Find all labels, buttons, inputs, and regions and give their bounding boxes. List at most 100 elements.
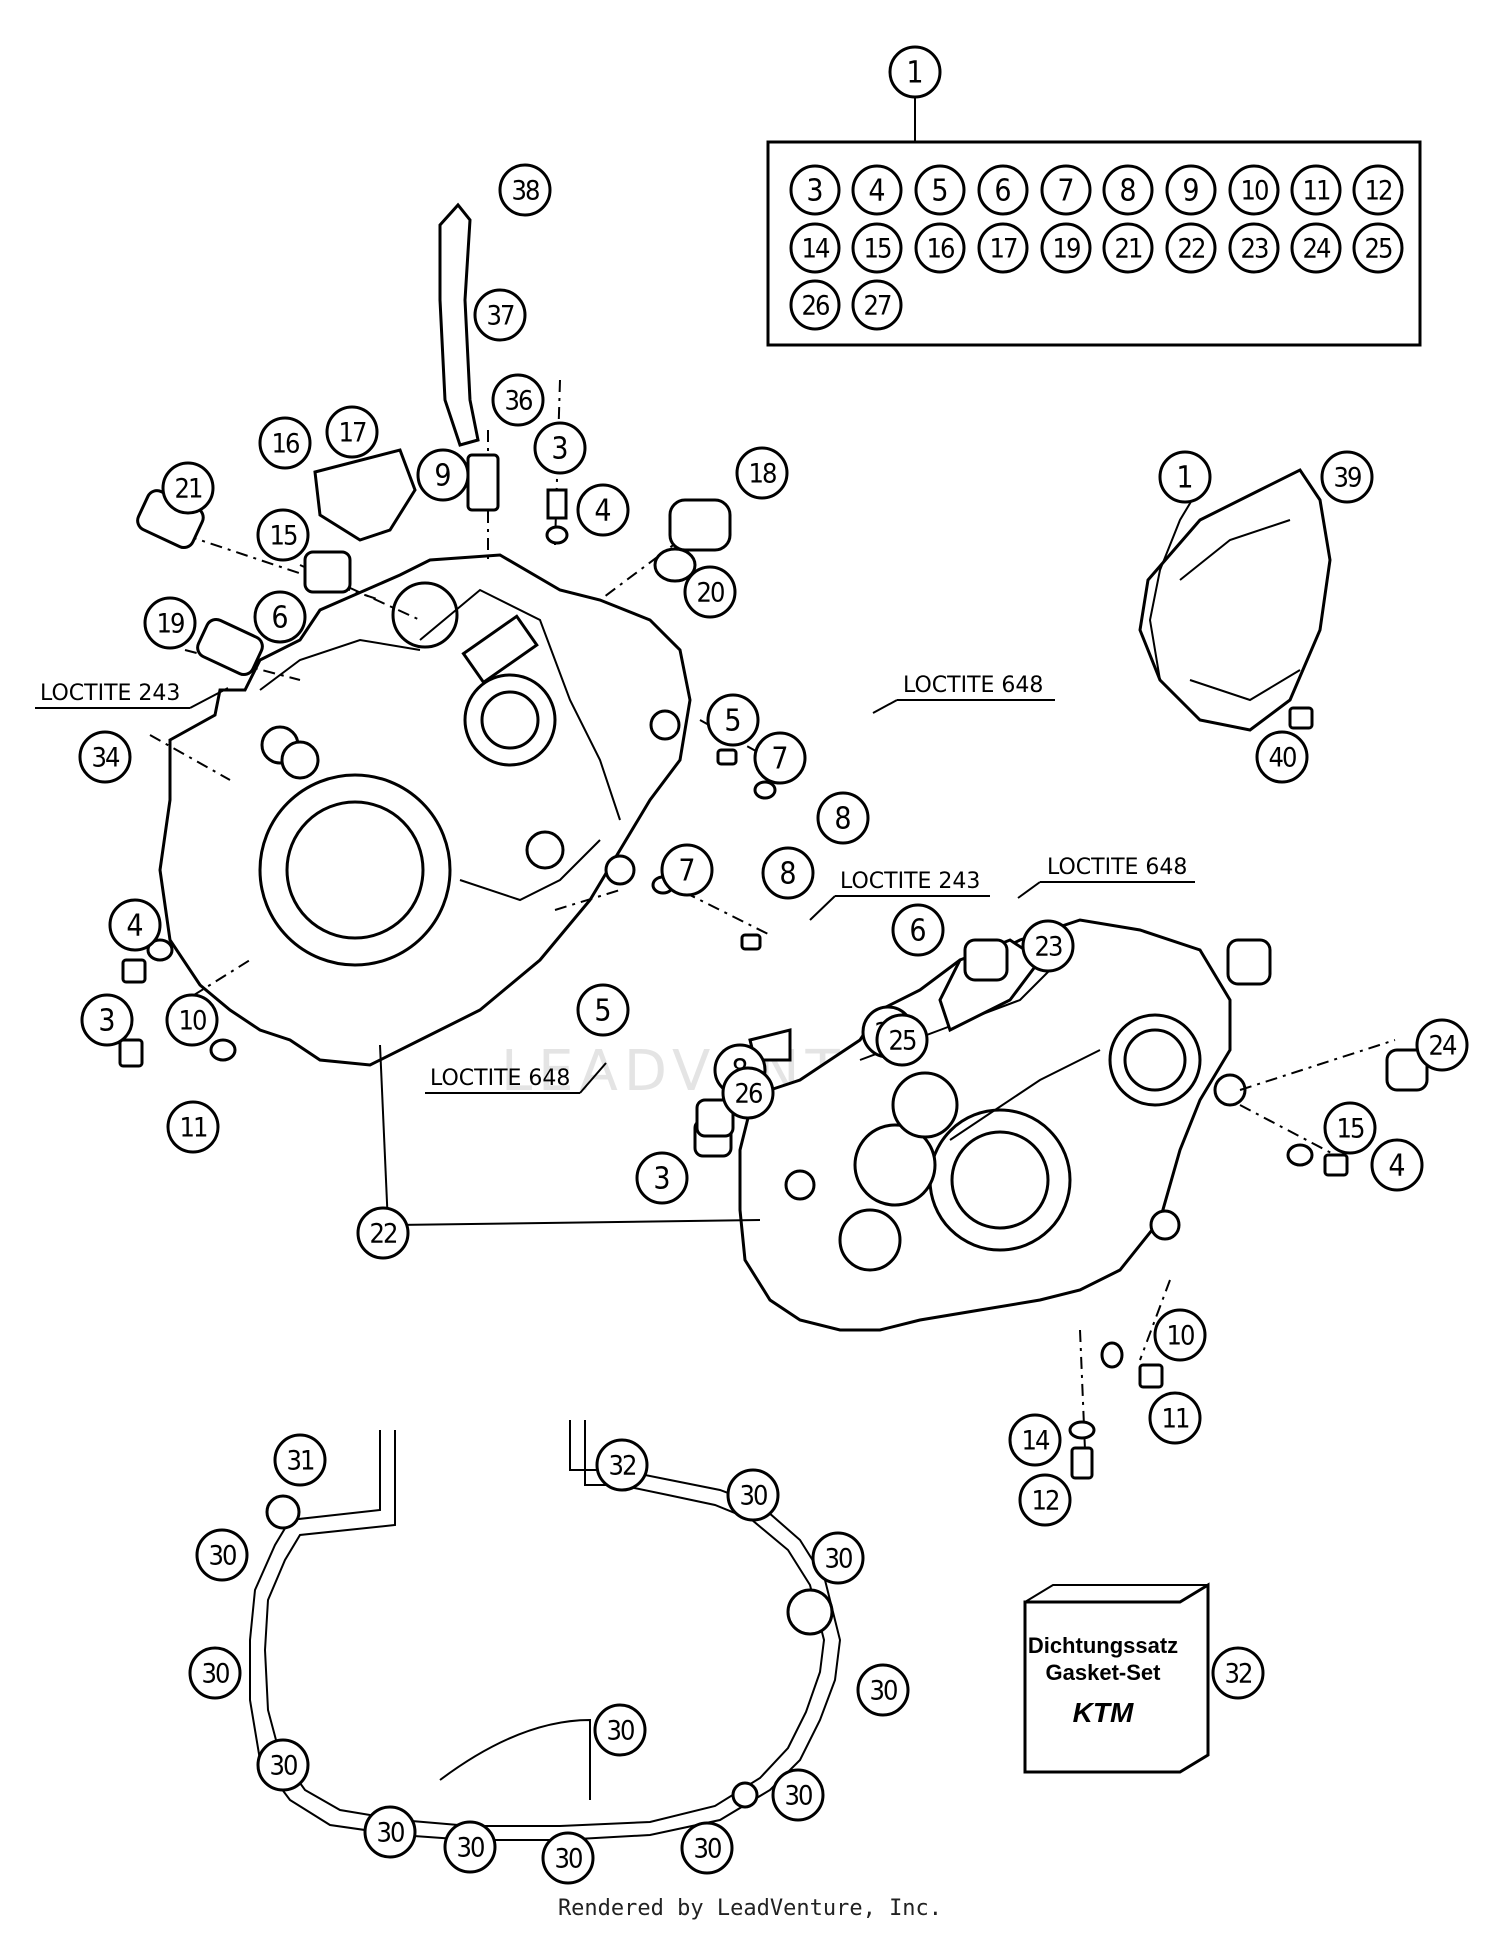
callout-40-label: 40 bbox=[1269, 743, 1296, 774]
callout-24-label: 24 bbox=[1429, 1031, 1457, 1062]
callout-31-label: 31 bbox=[287, 1446, 314, 1477]
callout-25-circle bbox=[875, 1013, 929, 1067]
callout-38-label: 38 bbox=[512, 176, 539, 207]
callout-5: 5 bbox=[706, 693, 760, 747]
callout-1: 1 bbox=[1158, 450, 1212, 504]
callout-14: 14 bbox=[1008, 1413, 1062, 1467]
callout-17-circle bbox=[325, 405, 379, 459]
callout-15-circle bbox=[1323, 1101, 1377, 1155]
kit-item-21-label: 21 bbox=[1115, 234, 1142, 265]
callout-12: 12 bbox=[1018, 1473, 1072, 1527]
callout-16: 16 bbox=[258, 416, 312, 470]
kit-item-21-circle bbox=[1102, 222, 1154, 274]
callout-4: 4 bbox=[576, 483, 630, 537]
kit-item-15-circle bbox=[851, 222, 903, 274]
callout-36-circle bbox=[491, 373, 545, 427]
kit-item-12-label: 12 bbox=[1365, 176, 1392, 207]
kit-item-5: 5 bbox=[914, 164, 966, 216]
callout-5-label: 5 bbox=[724, 704, 741, 739]
callout-24: 24 bbox=[1415, 1018, 1469, 1072]
callout-5-label: 5 bbox=[594, 994, 611, 1029]
callout-30-label: 30 bbox=[377, 1818, 404, 1849]
callout-30: 30 bbox=[680, 1821, 734, 1875]
callout-39-label: 39 bbox=[1334, 463, 1361, 494]
callout-19-circle bbox=[143, 596, 197, 650]
kit-item-23-circle bbox=[1228, 222, 1280, 274]
callout-8-label: 8 bbox=[834, 802, 851, 837]
callout-6-circle bbox=[253, 590, 307, 644]
callout-8-circle bbox=[816, 791, 870, 845]
kit-item-11-label: 11 bbox=[1303, 176, 1330, 207]
callout-16-circle bbox=[258, 416, 312, 470]
callout-30-label: 30 bbox=[209, 1541, 236, 1572]
kit-item-19-circle bbox=[1040, 222, 1092, 274]
callout-14-label: 14 bbox=[1022, 1426, 1050, 1457]
loctite-648-note: LOCTITE 648 bbox=[430, 1066, 570, 1091]
callout-17-label: 17 bbox=[339, 418, 366, 449]
callout-20-label: 20 bbox=[697, 578, 724, 609]
callout-30-label: 30 bbox=[694, 1834, 721, 1865]
callout-32-label: 32 bbox=[609, 1451, 636, 1482]
kit-item-7-label: 7 bbox=[1057, 174, 1074, 209]
kit-item-24: 24 bbox=[1290, 222, 1342, 274]
kit-item-17-circle bbox=[977, 222, 1029, 274]
callout-9: 9 bbox=[416, 448, 470, 502]
kit-item-15-label: 15 bbox=[864, 234, 891, 265]
callout-4: 4 bbox=[1370, 1138, 1424, 1192]
kit-item-26-label: 26 bbox=[802, 291, 829, 322]
kit-item-7-circle bbox=[1040, 164, 1092, 216]
kit-item-27-circle bbox=[851, 279, 903, 331]
kit-item-27-label: 27 bbox=[864, 291, 891, 322]
kit-item-12: 12 bbox=[1352, 164, 1404, 216]
callout-39: 39 bbox=[1320, 450, 1374, 504]
kit-item-19-label: 19 bbox=[1053, 234, 1080, 265]
kit-item-3-label: 3 bbox=[806, 174, 823, 209]
callout-30-label: 30 bbox=[202, 1659, 229, 1690]
callout-32-circle bbox=[595, 1438, 649, 1492]
callout-22-label: 22 bbox=[370, 1219, 397, 1250]
callout-3-label: 3 bbox=[98, 1004, 115, 1039]
callout-30: 30 bbox=[856, 1663, 910, 1717]
kit-item-3-circle bbox=[789, 164, 841, 216]
callout-6: 6 bbox=[891, 903, 945, 957]
callout-10-label: 10 bbox=[1167, 1321, 1194, 1352]
callout-7: 7 bbox=[753, 731, 807, 785]
right-crankcase-half bbox=[738, 918, 1247, 1332]
callout-30-circle bbox=[195, 1528, 249, 1582]
kit-item-22: 22 bbox=[1165, 222, 1217, 274]
callout-22: 22 bbox=[356, 1206, 410, 1260]
callout-5-circle bbox=[576, 983, 630, 1037]
callout-3-circle bbox=[80, 993, 134, 1047]
callout-15-label: 15 bbox=[1337, 1114, 1364, 1145]
callout-7-label: 7 bbox=[771, 742, 788, 777]
kit-item-15: 15 bbox=[851, 222, 903, 274]
callout-34-circle bbox=[78, 730, 132, 784]
kit-item-23-label: 23 bbox=[1241, 234, 1268, 265]
callout-3: 3 bbox=[80, 993, 134, 1047]
callout-12-label: 12 bbox=[1032, 1486, 1059, 1517]
gasket-set-label-en: Gasket-Set bbox=[1046, 1660, 1162, 1685]
callout-26-label: 26 bbox=[735, 1079, 762, 1110]
kit-item-16-label: 16 bbox=[927, 234, 954, 265]
kit-item-22-label: 22 bbox=[1178, 234, 1205, 265]
callout-30: 30 bbox=[811, 1531, 865, 1585]
callout-6: 6 bbox=[253, 590, 307, 644]
callout-30: 30 bbox=[443, 1820, 497, 1874]
callout-30-circle bbox=[771, 1768, 825, 1822]
callout-39-circle bbox=[1320, 450, 1374, 504]
kit-item-17-label: 17 bbox=[990, 234, 1017, 265]
callout-7-circle bbox=[660, 843, 714, 897]
kit-item-26-circle bbox=[789, 279, 841, 331]
callout-15-circle bbox=[256, 508, 310, 562]
callout-11-circle bbox=[166, 1100, 220, 1154]
kit-item-5-label: 5 bbox=[931, 174, 948, 209]
kit-item-23: 23 bbox=[1228, 222, 1280, 274]
callout-25: 25 bbox=[875, 1013, 929, 1067]
callout-5: 5 bbox=[576, 983, 630, 1037]
callout-30-label: 30 bbox=[785, 1781, 812, 1812]
kit-item-4: 4 bbox=[851, 164, 903, 216]
kit-item-25: 25 bbox=[1352, 222, 1404, 274]
callout-17: 17 bbox=[325, 405, 379, 459]
callout-21: 21 bbox=[161, 461, 215, 515]
